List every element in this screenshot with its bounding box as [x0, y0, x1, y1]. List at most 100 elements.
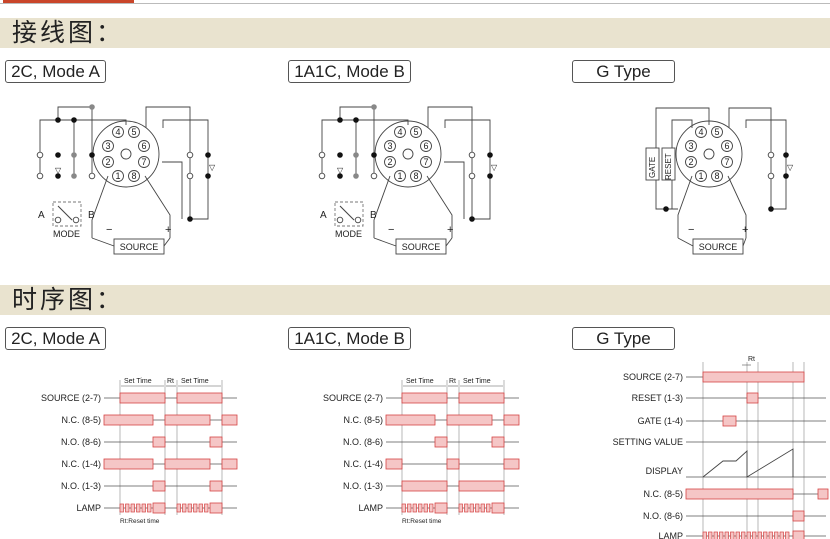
p2-switch-b-label: B [370, 210, 377, 221]
p1-pin-label-6: 6 [141, 141, 146, 151]
p1-source-box [113, 238, 165, 255]
t1-lamp-on [209, 502, 223, 514]
t1-no-pulse [209, 480, 223, 492]
t1-row-label: N.O. (1-3) [61, 481, 101, 491]
p3-pin-label-8: 8 [714, 171, 719, 181]
p1-plus-label: + [165, 224, 171, 236]
t1-lamp-pulse [187, 503, 192, 513]
p3-junction-dot [663, 206, 669, 212]
t2-nc-pulse [446, 458, 460, 470]
p1-switch-pin [72, 216, 80, 224]
p2-source-box [395, 238, 447, 255]
t1-lamp-pulse [147, 503, 152, 513]
t3-lamp-pulse [774, 531, 779, 539]
t1-row-label: LAMP [76, 503, 101, 513]
t1-nc-pulse [103, 458, 154, 470]
t3-lamp-pulse [735, 531, 740, 539]
p3-contact-arrow: ▷ [786, 165, 795, 172]
t2-source-pulse [458, 392, 505, 404]
p2-minus-label: − [388, 224, 394, 236]
p3-reset-label: RESET [664, 153, 673, 180]
p2-terminal [318, 151, 326, 159]
p1-source-label: SOURCE [120, 242, 159, 252]
p3-wire-right2 [745, 119, 787, 210]
p3-gate-box [645, 147, 660, 181]
p1-pin-2 [102, 156, 114, 168]
p3-terminal [767, 172, 775, 180]
p2-pin-label-1: 1 [397, 171, 402, 181]
p2-pin-label-8: 8 [413, 171, 418, 181]
t1-nc-pulse [221, 414, 238, 426]
t2-rt-label: Rt [449, 378, 456, 385]
p1-wire-right [145, 106, 191, 219]
p1-terminal [36, 151, 44, 159]
p1-terminal [186, 151, 194, 159]
p2-switch-lever [339, 205, 355, 221]
p3-pin-label-4: 4 [698, 127, 703, 137]
t1-lamp-pulse [141, 503, 146, 513]
t3-lamp-pulse [702, 531, 707, 539]
t3-source-pulse [702, 371, 805, 383]
t2-row-label: LAMP [358, 503, 383, 513]
p2-pin-2 [384, 156, 396, 168]
p2-wire-right2 [444, 119, 491, 220]
p1-center-key [120, 148, 132, 160]
t2-no-pulse [434, 436, 448, 448]
p2-wire-src-left [373, 175, 391, 238]
p2-junction-dot [337, 152, 343, 158]
t3-lamp-pulse [768, 531, 773, 539]
t1-nc-pulse [164, 458, 211, 470]
p1-pin-label-3: 3 [105, 141, 110, 151]
t2-source-pulse [401, 392, 448, 404]
p3-gate-label: GATE [648, 157, 657, 178]
p3-wire-left [655, 180, 678, 210]
t2-row-label: N.C. (1-4) [343, 459, 383, 469]
top-divider [0, 0, 830, 4]
p2-switch-pin [336, 216, 344, 224]
p3-center-key [703, 148, 715, 160]
t3-row-label: N.C. (8-5) [643, 489, 683, 499]
p2-wire-top-left [321, 119, 409, 174]
p3-pin-8 [711, 170, 723, 182]
t1-nc-pulse [221, 458, 238, 470]
p1-pin-label-2: 2 [105, 157, 110, 167]
p3-pin-label-3: 3 [688, 141, 693, 151]
p2-pin-4 [394, 126, 406, 138]
t3-lamp-pulse [741, 531, 746, 539]
t2-lamp-pulse [423, 503, 428, 513]
t2-nc-pulse [385, 414, 436, 426]
t1-lamp-pulse [136, 503, 141, 513]
t3-row-label: N.O. (8-6) [643, 511, 683, 521]
t3-row-label: GATE (1-4) [638, 416, 683, 426]
t3-lamp-pulse [785, 531, 790, 539]
p2-junction-dot [371, 152, 377, 158]
t3-lamp-pulse [779, 531, 784, 539]
p1-junction-dot [55, 173, 61, 179]
p1-pin-label-4: 4 [115, 127, 120, 137]
p2-terminal [468, 172, 476, 180]
accent-bar [3, 0, 134, 3]
p1-junction-dot [89, 104, 95, 110]
t3-nc-pulse [817, 488, 829, 500]
t3-rt-label: Rt [748, 356, 755, 363]
t1-no-pulse [152, 480, 166, 492]
t3-lamp-pulse [730, 531, 735, 539]
p2-center-key [402, 148, 414, 160]
p3-source-label: SOURCE [699, 242, 738, 252]
p2-junction-dot [337, 173, 343, 179]
p1-junction-dot [205, 152, 211, 158]
p3-pin-label-5: 5 [714, 127, 719, 137]
t3-nc-pulse [685, 488, 794, 500]
t3-row-label: SETTING VALUE [613, 437, 683, 447]
t1-nc-pulse [103, 414, 154, 426]
t1-row-label: N.O. (8-6) [61, 437, 101, 447]
p3-wire-src-left [677, 175, 693, 238]
p1-junction-dot [71, 117, 77, 123]
t1-nc-pulse [164, 414, 211, 426]
p3-pin-3 [685, 140, 697, 152]
p2-pin-label-7: 7 [423, 157, 428, 167]
p1-wire-src [163, 237, 171, 247]
t1-source-pulse [176, 392, 223, 404]
p2-wire-in [444, 161, 465, 219]
